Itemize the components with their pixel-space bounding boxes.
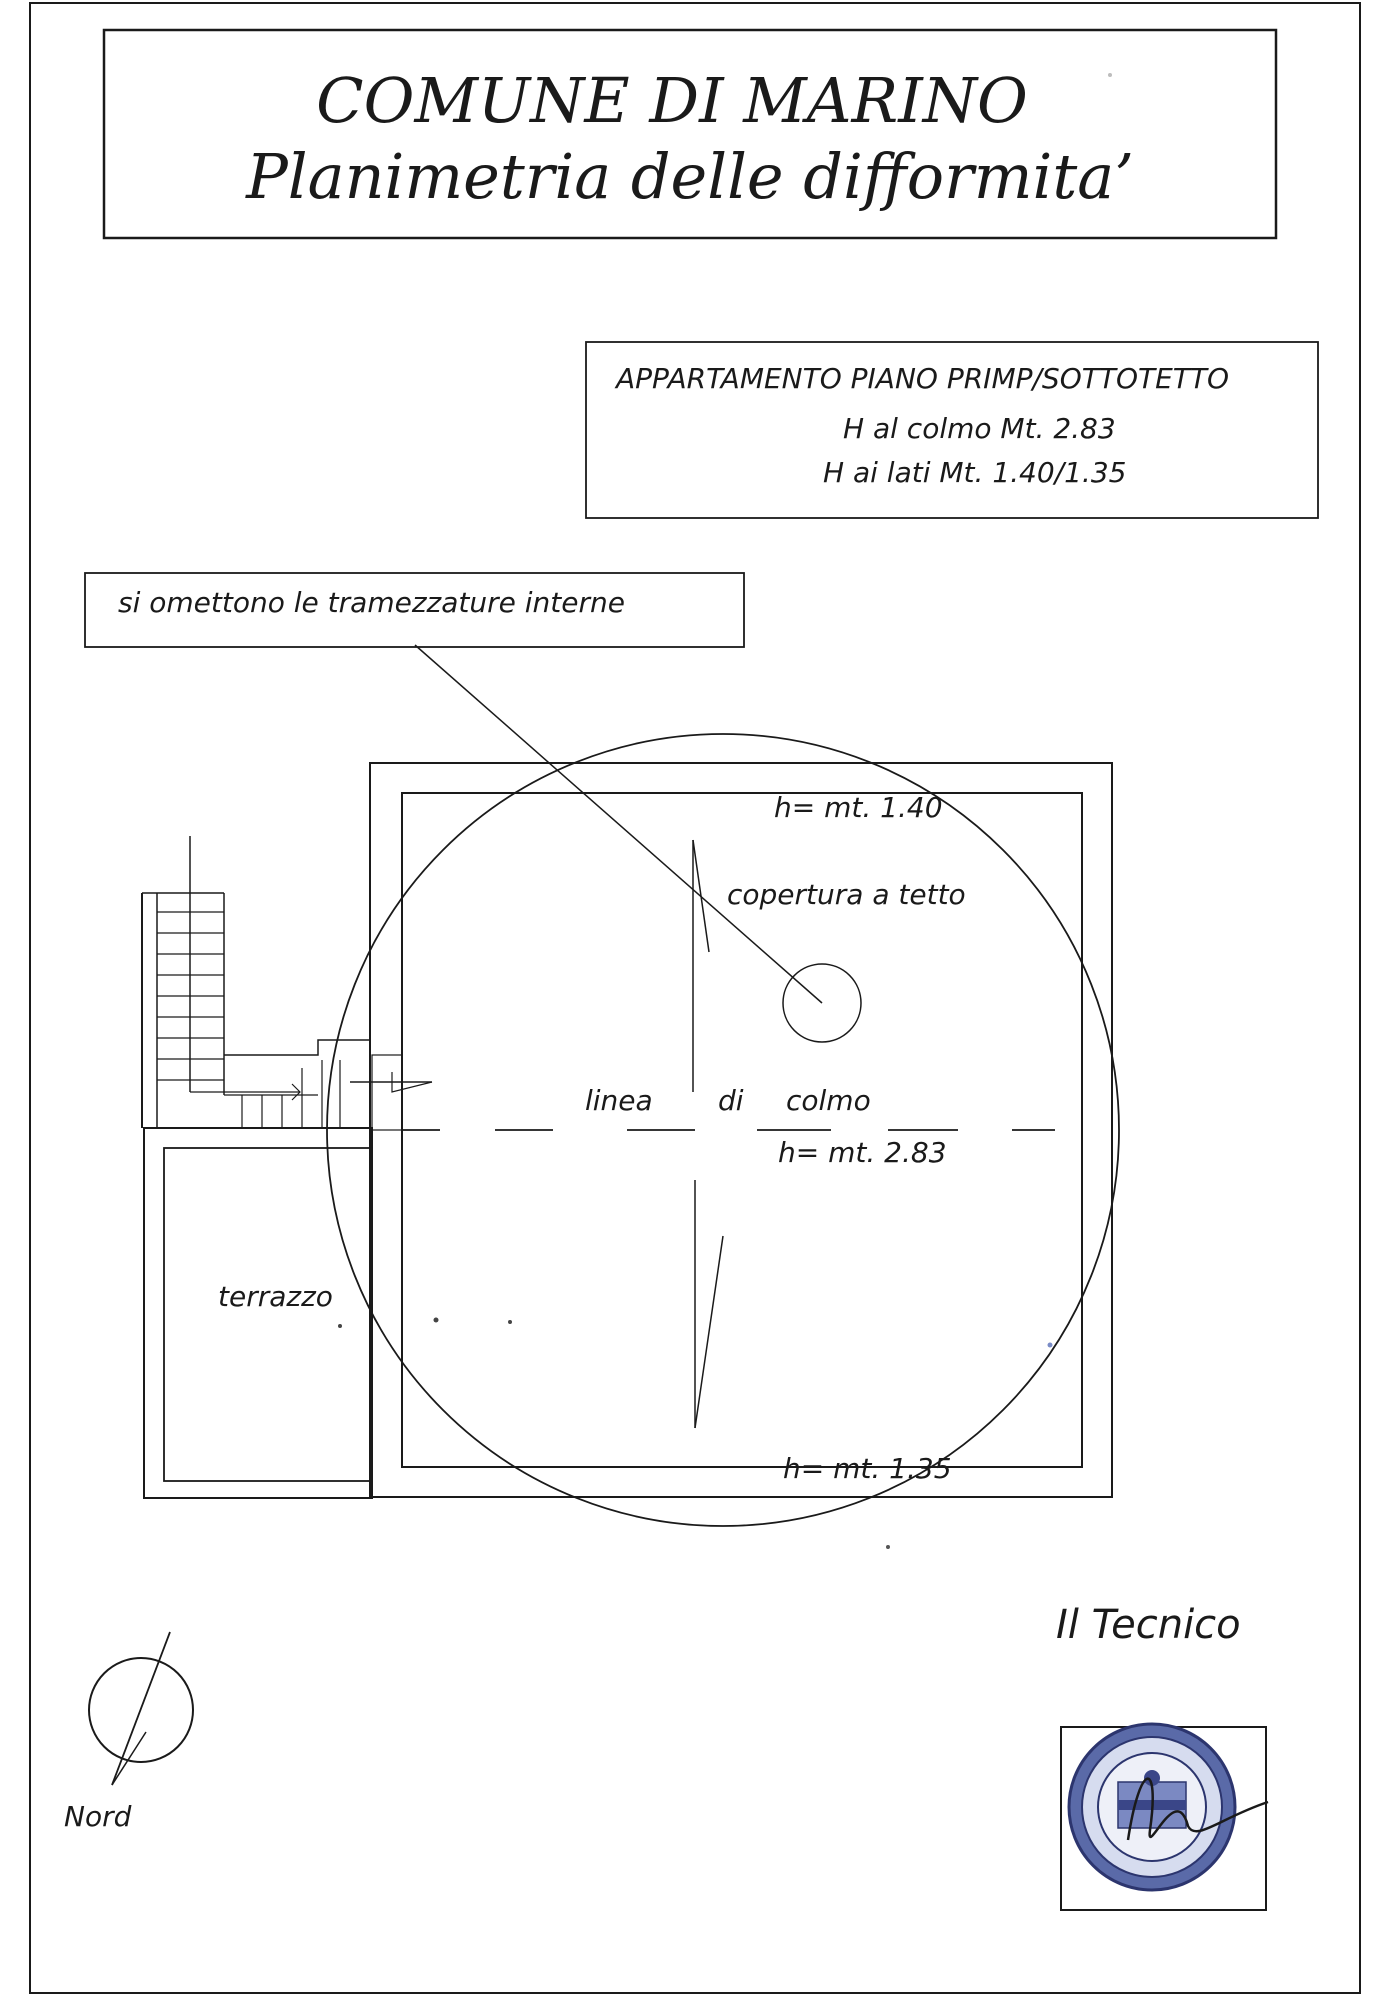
staircase	[141, 836, 433, 1131]
height-label-bottom: h= mt. 1.35	[783, 1452, 952, 1485]
roof-label: copertura a tetto	[727, 878, 966, 911]
ridge-label-word-1: linea	[585, 1084, 653, 1117]
scan-speck	[1047, 1342, 1053, 1348]
height-label-top: h= mt. 1.40	[774, 791, 943, 824]
scan-speck	[433, 1317, 439, 1323]
north-arrow-icon	[111, 1631, 171, 1786]
door-opening	[371, 1054, 403, 1131]
scan-speck	[886, 1545, 890, 1549]
ridge-line	[402, 839, 1055, 1429]
north-arrow-tail	[111, 1731, 147, 1786]
terrace-inner	[163, 1147, 373, 1482]
north-circle-icon	[88, 1657, 194, 1763]
info-frame	[585, 341, 1319, 519]
height-label-ridge: h= mt. 2.83	[778, 1136, 947, 1169]
terrace-label: terrazzo	[218, 1280, 333, 1313]
ridge-label-word-3: colmo	[786, 1084, 871, 1117]
scan-speck	[508, 1320, 512, 1324]
sheet-border	[29, 2, 1361, 1994]
note-frame	[84, 572, 745, 648]
north-symbol: Nord	[64, 1631, 194, 1833]
note-target-circle	[782, 963, 862, 1043]
title-line-2: Planimetria delle difformita’	[245, 140, 1134, 213]
info-box: APPARTAMENTO PIANO PRIMP/SOTTOTETTO H al…	[585, 341, 1319, 519]
scan-speck	[338, 1324, 342, 1328]
scan-speck	[1108, 73, 1112, 77]
title-block: COMUNE DI MARINO Planimetria delle diffo…	[102, 28, 1278, 240]
stair-arrow-head	[291, 1083, 301, 1101]
note-box: si omettono le tramezzature interne	[84, 572, 745, 648]
stair-landing	[224, 1039, 370, 1056]
info-line-1: APPARTAMENTO PIANO PRIMP/SOTTOTETTO	[614, 362, 1229, 395]
door-arrow	[391, 1072, 433, 1093]
note-text: si omettono le tramezzature interne	[118, 586, 625, 619]
note-leader-line	[414, 644, 823, 1004]
seal-emblem-dot	[1144, 1770, 1160, 1786]
info-line-2: H al colmo Mt. 2.83	[843, 412, 1116, 445]
north-label: Nord	[64, 1800, 132, 1833]
professional-seal-icon	[1060, 1722, 1269, 1911]
terrace-outer	[143, 1127, 373, 1499]
ridge-label-word-2: di	[718, 1084, 744, 1117]
outer-wall	[369, 762, 1113, 1498]
signature-scribble	[1126, 1777, 1269, 1841]
markup-circle	[326, 733, 1120, 1527]
info-line-3: H ai lati Mt. 1.40/1.35	[823, 456, 1126, 489]
handwritten-stroke	[692, 839, 710, 953]
title-line-1: COMUNE DI MARINO	[316, 64, 1028, 137]
floor-plan: h= mt. 1.40 copertura a tetto linea di c…	[141, 762, 1113, 1499]
handwritten-stroke	[694, 1235, 724, 1429]
technician-label: Il Tecnico	[1056, 1602, 1241, 1648]
title-frame	[102, 28, 1278, 240]
